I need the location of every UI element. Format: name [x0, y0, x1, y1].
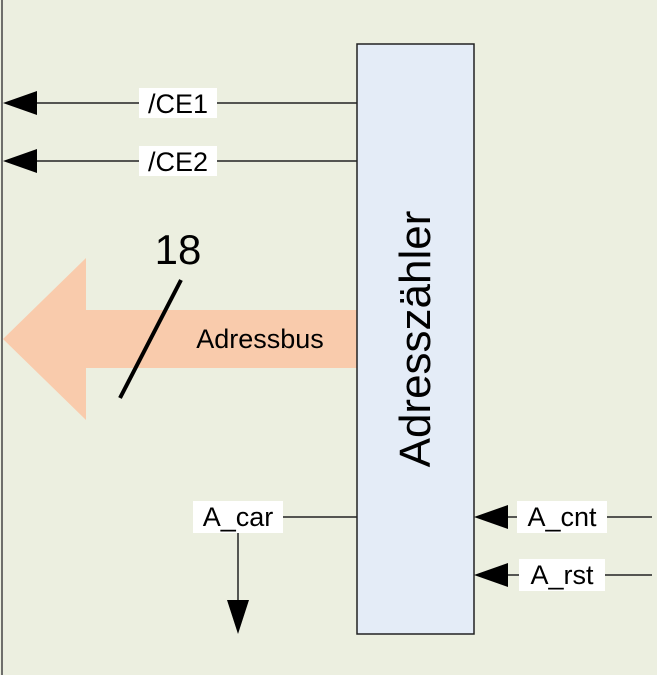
ce1-arrowhead [3, 91, 37, 115]
ce1-label: /CE1 [148, 89, 208, 119]
address-counter-block [356, 43, 475, 635]
ce2-label: /CE2 [148, 147, 208, 177]
a-car-arrowhead [227, 600, 249, 634]
ce1-label-bg [139, 88, 217, 118]
a-rst-label: A_rst [530, 560, 594, 590]
output-a-car: A_car [193, 501, 357, 634]
a-cnt-arrowhead [474, 505, 508, 529]
address-bus-arrow [3, 258, 357, 420]
input-a-cnt: A_cnt [474, 501, 652, 533]
a-rst-label-bg [519, 559, 605, 591]
bus-width-label: 18 [155, 226, 202, 273]
ce2-arrowhead [3, 149, 37, 173]
ce2-label-bg [139, 146, 217, 176]
output-ce1: /CE1 [3, 88, 357, 119]
address-counter-label: Adresszähler [391, 211, 440, 468]
address-bus-label: Adressbus [196, 324, 324, 354]
input-a-rst: A_rst [474, 559, 652, 591]
a-cnt-label-bg [517, 501, 607, 533]
bus-width-slash [118, 279, 183, 399]
output-ce2: /CE2 [3, 146, 357, 177]
a-cnt-label: A_cnt [527, 502, 597, 532]
a-car-label: A_car [203, 502, 274, 532]
a-car-label-bg [193, 501, 283, 533]
a-rst-arrowhead [474, 563, 508, 587]
